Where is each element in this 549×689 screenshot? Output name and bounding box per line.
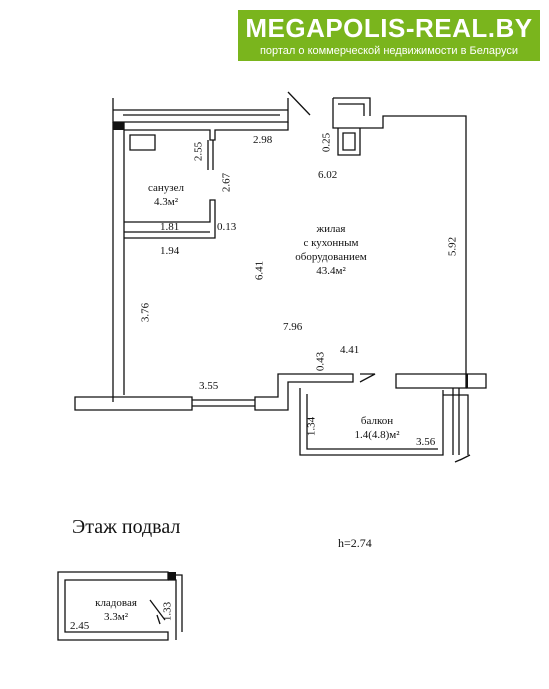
wall-bottom-left	[74, 396, 193, 411]
dim-1-81: 1.81	[160, 221, 180, 233]
brand-tagline: портал о коммерческой недвижимости в Бел…	[259, 45, 519, 57]
dim-2-67: 2.67	[220, 172, 233, 193]
bathroom-partition	[124, 122, 289, 141]
balcony-label: балкон 1.4(4.8)м²	[354, 415, 400, 441]
wall-left	[112, 122, 125, 402]
dim-1-33: 1.33	[161, 601, 174, 622]
dim-3-76: 3.76	[139, 302, 152, 323]
storage-label: кладовая 3.3м²	[95, 597, 137, 623]
brand-logo-text: MEGAPOLIS-REAL.BY	[245, 13, 533, 43]
ceiling-height: h=2.74	[338, 536, 372, 550]
floor-title: Этаж подвал	[72, 516, 181, 538]
dim-0-43: 0.43	[314, 351, 327, 372]
dim-3-56: 3.56	[416, 436, 436, 448]
dim-6-41: 6.41	[253, 260, 266, 281]
dim-3-55: 3.55	[199, 380, 219, 392]
dim-7-96: 7.96	[283, 321, 303, 333]
bathroom-label: санузел 4.3м²	[147, 182, 184, 208]
dim-0-13: 0.13	[217, 221, 237, 233]
wall-right-lower	[395, 373, 467, 389]
dim-1-34: 1.34	[305, 416, 318, 437]
wall-top-right	[332, 98, 467, 374]
living-room-label: жилая с кухонным оборудованием 43.4м²	[295, 223, 367, 277]
dim-2-45: 2.45	[70, 620, 90, 632]
site-banner[interactable]: MEGAPOLIS-REAL.BY портал о коммерческой …	[238, 10, 540, 61]
dim-4-41: 4.41	[340, 344, 360, 356]
dim-2-98: 2.98	[253, 134, 273, 146]
dim-6-02: 6.02	[318, 169, 338, 181]
dim-1-94: 1.94	[160, 245, 180, 257]
dim-5-92: 5.92	[446, 236, 459, 257]
balcony-outline	[299, 388, 444, 456]
dim-0-25: 0.25	[320, 132, 333, 153]
dim-2-55: 2.55	[192, 141, 205, 162]
